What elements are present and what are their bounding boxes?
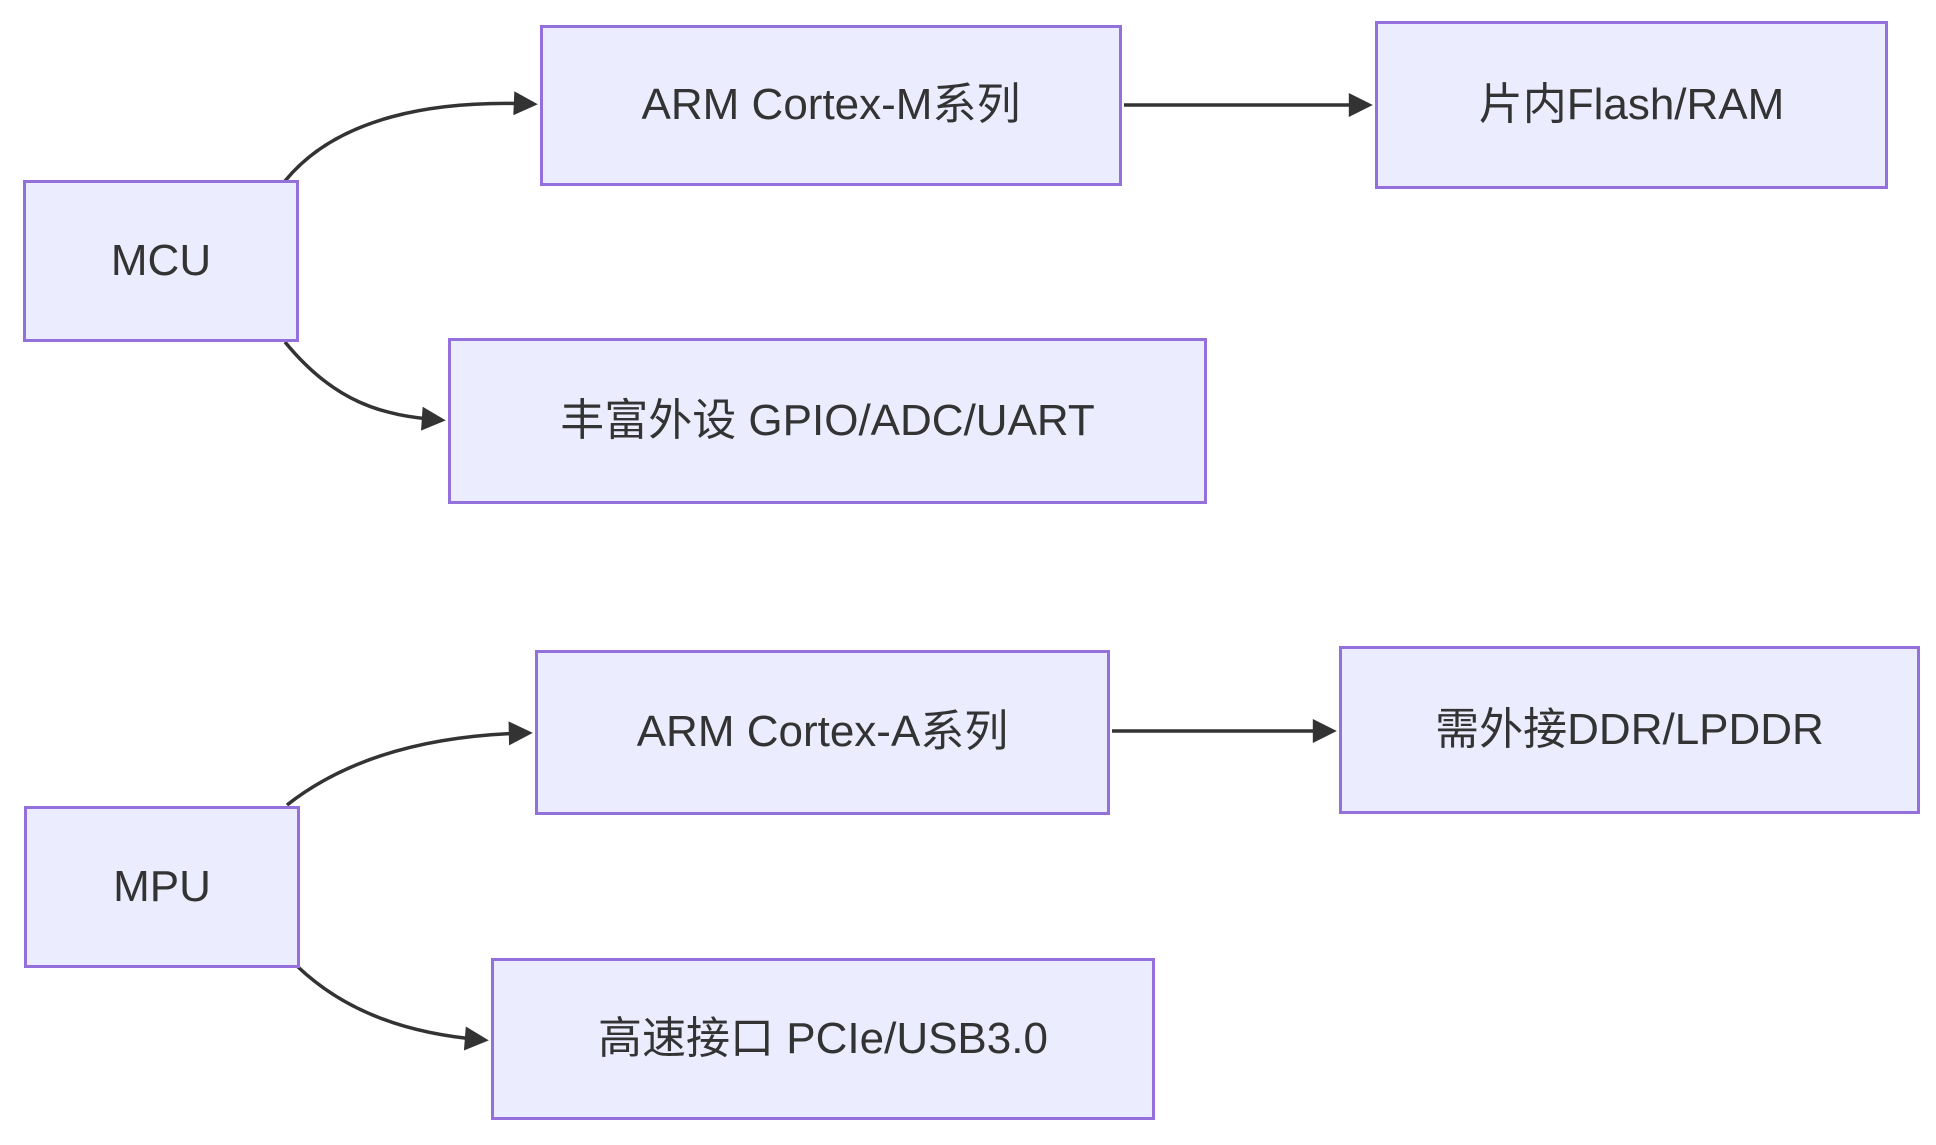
node-highspeed: 高速接口 PCIe/USB3.0	[491, 958, 1155, 1120]
edge-mpu-to-highspeed	[295, 964, 489, 1051]
node-flash: 片内Flash/RAM	[1375, 21, 1888, 189]
node-ddr-label: 需外接DDR/LPDDR	[1435, 704, 1824, 754]
node-mcu-label: MCU	[110, 235, 212, 285]
node-cortex-m-label: ARM Cortex-M系列	[641, 80, 1021, 130]
node-mpu: MPU	[24, 806, 300, 968]
node-highspeed-label: 高速接口 PCIe/USB3.0	[598, 1013, 1048, 1063]
edge-mcu-to-peripherals	[283, 340, 446, 431]
node-mcu: MCU	[23, 180, 299, 342]
node-cortex-m: ARM Cortex-M系列	[540, 25, 1122, 186]
edge-mpu-to-cortex-a	[285, 721, 533, 807]
node-mpu-label: MPU	[113, 861, 211, 911]
node-cortex-a: ARM Cortex-A系列	[535, 650, 1110, 815]
node-ddr: 需外接DDR/LPDDR	[1339, 646, 1920, 814]
node-peripherals: 丰富外设 GPIO/ADC/UART	[448, 338, 1207, 504]
node-flash-label: 片内Flash/RAM	[1478, 79, 1785, 129]
node-peripherals-label: 丰富外设 GPIO/ADC/UART	[560, 395, 1095, 445]
edge-mcu-to-cortex-m	[283, 91, 538, 183]
node-cortex-a-label: ARM Cortex-A系列	[636, 707, 1009, 757]
